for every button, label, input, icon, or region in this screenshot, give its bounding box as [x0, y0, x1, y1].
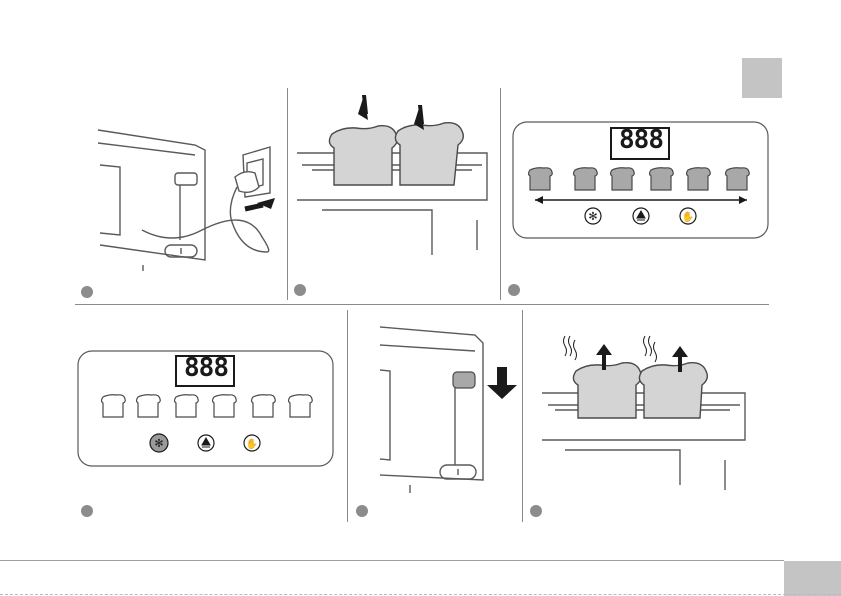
svg-text:✋: ✋	[682, 210, 694, 223]
divider	[500, 88, 501, 300]
step-2-marker	[294, 284, 306, 296]
divider	[522, 310, 523, 522]
step-1-marker	[81, 286, 93, 298]
divider	[287, 88, 288, 300]
divider	[75, 304, 769, 305]
svg-text:✻: ✻	[588, 210, 597, 223]
svg-text:✋: ✋	[246, 437, 258, 450]
svg-text:✻: ✻	[154, 437, 163, 450]
lower-lever-illustration	[375, 325, 520, 495]
toast-pops-up-illustration	[540, 330, 755, 490]
page-number-tab	[784, 561, 841, 596]
footer-rule	[0, 560, 784, 561]
defrost-display: 888	[182, 354, 230, 382]
insert-bread-illustration	[292, 90, 497, 260]
step-5-marker	[356, 505, 368, 517]
section-tab	[742, 58, 782, 98]
step-3-marker	[508, 284, 520, 296]
browning-display: 888	[617, 126, 665, 154]
plug-in-illustration	[95, 125, 285, 275]
step-4-marker	[81, 505, 93, 517]
step-6-marker	[530, 505, 542, 517]
divider	[347, 310, 348, 522]
